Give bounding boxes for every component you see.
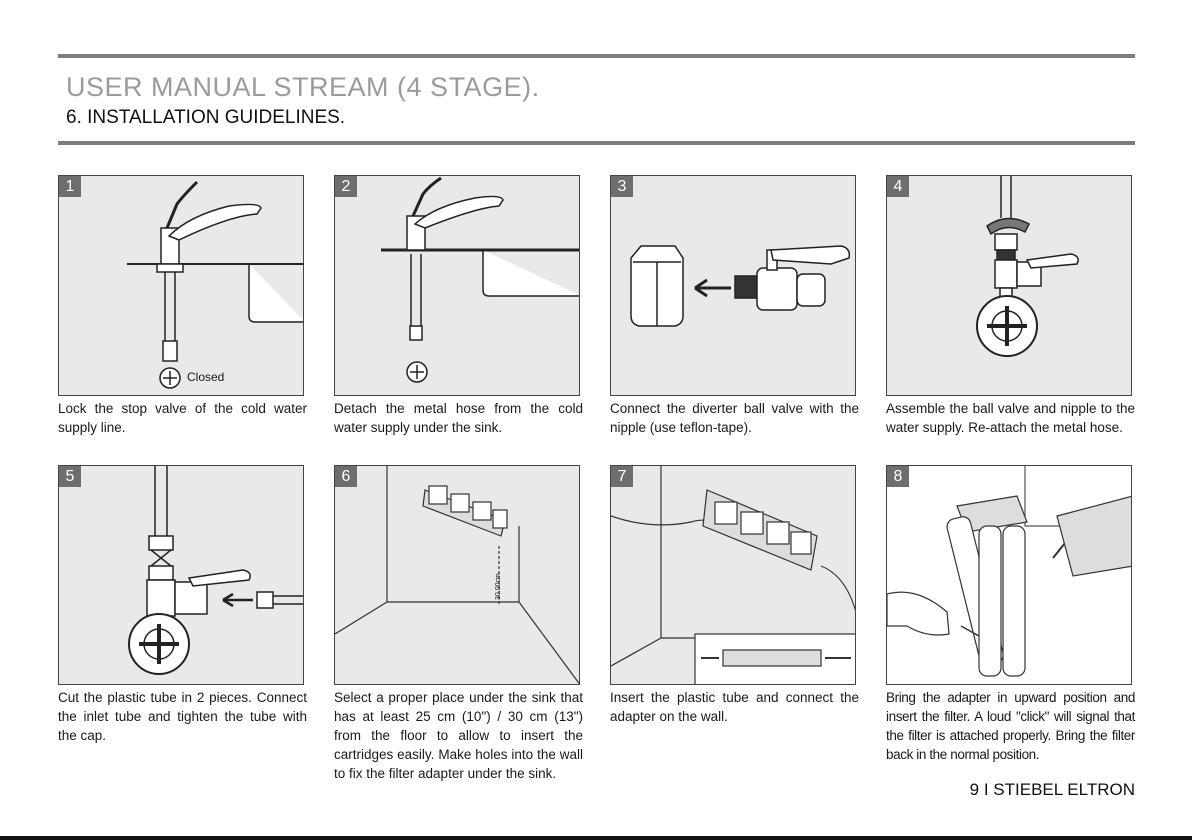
step-7-number: 7	[611, 466, 633, 487]
step-6-caption: Select a proper place under the sink tha…	[334, 690, 583, 781]
step-1-caption: Lock the stop valve of the cold water su…	[58, 401, 307, 435]
step-1-illustration: 1 Closed	[58, 175, 304, 396]
faucet-closed-valve-drawing	[127, 180, 303, 389]
step-6-illustration: 6 30.00cm	[334, 465, 580, 685]
step-4-caption: Assemble the ball valve and nipple to th…	[886, 401, 1135, 435]
step-6-number: 6	[335, 466, 357, 487]
closed-label: Closed	[187, 370, 225, 384]
wall-mounting-drawing	[335, 466, 579, 684]
step-3-number: 3	[611, 176, 633, 197]
step-5-illustration: 5	[58, 465, 304, 685]
height-label: 30.00cm	[495, 573, 502, 600]
top-rule	[58, 54, 1135, 58]
step-5-number: 5	[59, 466, 81, 487]
step-7-caption: Insert the plastic tube and connect the …	[610, 690, 859, 724]
tube-adapter-drawing	[611, 466, 855, 684]
tube-cap-connection-drawing	[128, 466, 303, 675]
step-4-illustration: 4	[886, 175, 1132, 396]
step-7-illustration: 7	[610, 465, 856, 685]
page-title: USER MANUAL STREAM (4 STAGE).	[66, 72, 540, 102]
step-1-number: 1	[59, 176, 81, 197]
insert-filter-drawing	[887, 466, 1131, 684]
diverter-valve-nipple-drawing	[630, 245, 851, 327]
header-rule	[58, 141, 1135, 145]
step-8-illustration: 8	[886, 465, 1132, 685]
step-5-caption: Cut the plastic tube in 2 pieces. Connec…	[58, 690, 307, 743]
step-8-number: 8	[887, 466, 909, 487]
step-2-illustration: 2	[334, 175, 580, 396]
step-3-caption: Connect the diverter ball valve with the…	[610, 401, 859, 435]
section-title: 6. INSTALLATION GUIDELINES.	[66, 107, 346, 128]
assembled-valve-drawing	[976, 176, 1079, 357]
step-3-illustration: 3	[610, 175, 856, 396]
step-2-number: 2	[335, 176, 357, 197]
page-footer: 9 I STIEBEL ELTRON	[969, 780, 1135, 799]
step-8-caption: Bring the adapter in upward position and…	[886, 690, 1135, 762]
step-2-caption: Detach the metal hose from the cold wate…	[334, 401, 583, 435]
detached-hose-drawing	[381, 176, 579, 383]
step-4-number: 4	[887, 176, 909, 197]
bottom-border	[0, 836, 1192, 840]
